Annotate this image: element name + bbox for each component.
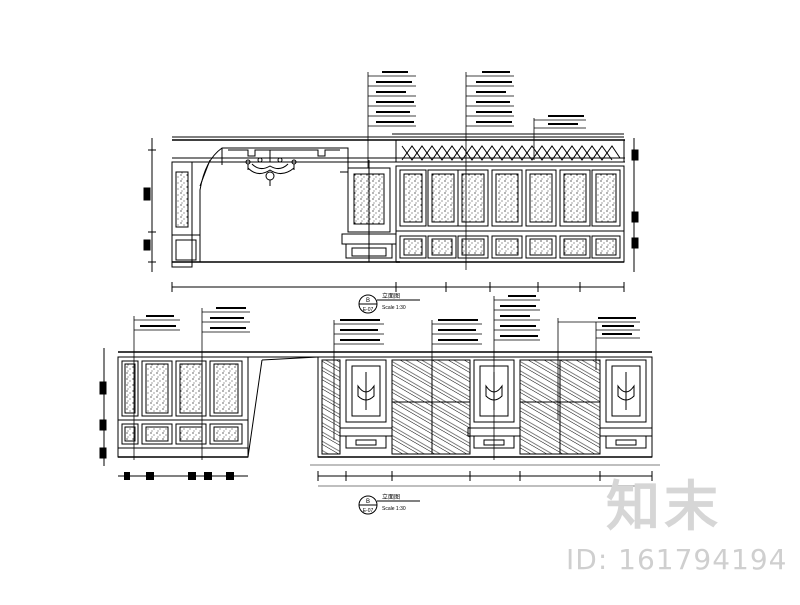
lower-marker-bottom: E-07 [363, 508, 374, 514]
upper-annotation-text-marks [376, 71, 584, 125]
lower-title: 立面图 [382, 493, 400, 501]
lower-scale: Scale 1:30 [382, 506, 406, 512]
upper-elevation [143, 71, 639, 314]
lower-left-panels [121, 360, 243, 445]
upper-scale: Scale 1:30 [382, 305, 406, 311]
sconce-panel-1 [339, 359, 393, 449]
upper-annotation-leaders [367, 72, 586, 270]
upper-marker-top: B [366, 298, 370, 304]
lower-marker-top: B [366, 499, 370, 505]
lower-elevation [99, 295, 660, 515]
lower-annotation-leaders [133, 296, 640, 460]
upper-stone-panels [399, 169, 621, 227]
upper-marker-bottom: E-07 [363, 307, 374, 313]
chandelier-symbol [245, 150, 297, 186]
upper-title-block [358, 294, 420, 314]
upper-title: 立面图 [382, 292, 400, 300]
sconce-panel-3 [599, 359, 653, 449]
watermark-logo: 知末 [606, 475, 722, 538]
lower-stone-panels [399, 235, 621, 259]
watermark-id: ID: 161794194 [566, 543, 788, 576]
lower-annotation-text-marks [140, 295, 636, 341]
lower-title-block [358, 495, 420, 515]
